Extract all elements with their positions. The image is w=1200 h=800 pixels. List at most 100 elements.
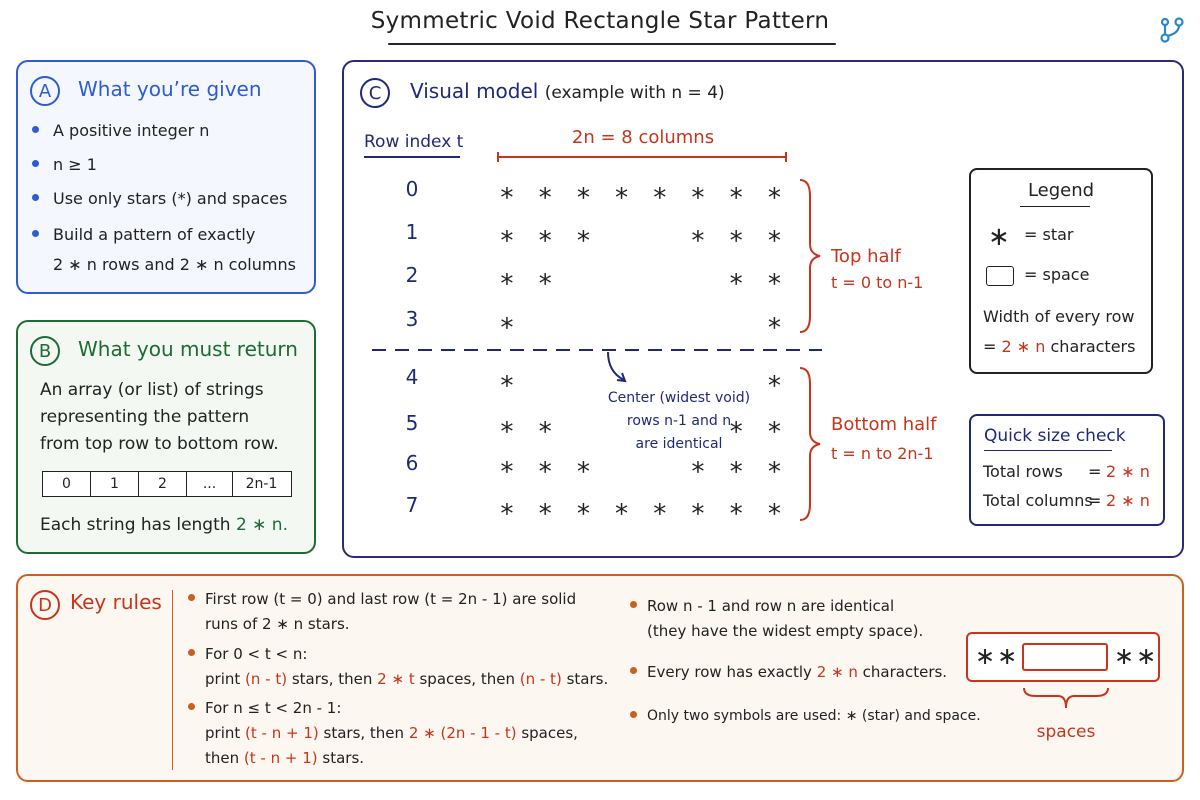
grid-star: ∗ <box>499 452 515 482</box>
grid-star: ∗ <box>728 264 745 294</box>
grid-star: ∗ <box>766 178 783 208</box>
grid-star: ∗ <box>728 452 745 482</box>
grid-star: ∗ <box>728 221 745 251</box>
array-cell: 2 <box>139 472 187 496</box>
bullet-icon <box>32 230 39 237</box>
center-note-line: are identical <box>635 436 723 452</box>
size-check-rows-label: Total rows <box>983 462 1063 481</box>
grid-star: ∗ <box>766 494 783 524</box>
rule-item: For 0 < t < n: print (n - t) stars, then… <box>188 642 608 692</box>
row-index: 7 <box>405 493 419 517</box>
panel-title: Key rules <box>70 590 162 614</box>
size-check-cols-value: 2 ∗ n <box>1106 491 1150 510</box>
grid-star: ∗ <box>766 221 783 251</box>
row-index: 4 <box>405 365 419 389</box>
legend-space-swatch <box>986 266 1014 286</box>
description-line: representing the pattern <box>40 407 250 427</box>
rule-item: Row n - 1 and row n are identical (they … <box>630 594 923 644</box>
grid-star: ∗ <box>690 452 706 482</box>
bullet-icon <box>630 601 637 608</box>
panel-return: B What you must return An array (or list… <box>16 320 316 554</box>
grid-star: ∗ <box>690 221 706 251</box>
grid-star: ∗ <box>499 366 515 396</box>
bullet-icon <box>188 594 195 601</box>
spaces-diagram-right: ∗∗ <box>1114 642 1159 670</box>
length-note: Each string has length 2 ∗ n. <box>40 515 288 535</box>
legend-star-label: = star <box>1024 225 1074 244</box>
bullet-icon <box>630 667 637 674</box>
grid-star: ∗ <box>537 494 554 524</box>
grid-star: ∗ <box>537 452 554 482</box>
grid-star: ∗ <box>766 308 783 338</box>
legend-star-symbol: ∗ <box>988 222 1010 252</box>
grid-star: ∗ <box>728 178 745 208</box>
center-divider <box>372 349 822 351</box>
array-diagram: 0 1 2 ... 2n-1 <box>42 471 292 497</box>
git-branch-icon[interactable] <box>1158 16 1186 44</box>
panel-title: Visual model (example with n = 4) <box>410 79 725 103</box>
legend-width-value: = 2 ∗ n characters <box>983 337 1136 356</box>
row-index: 6 <box>405 451 419 475</box>
grid-star: ∗ <box>499 178 515 208</box>
top-half-range: t = 0 to n-1 <box>831 273 924 292</box>
grid-star: ∗ <box>766 366 783 396</box>
size-check-rows-eq: = <box>1088 462 1102 481</box>
list-item-continuation: 2 ∗ n rows and 2 ∗ n columns <box>53 255 296 274</box>
array-cell: ... <box>187 472 233 496</box>
spaces-diagram-box <box>966 632 1160 682</box>
panel-given: A What you’re given A positive integer n… <box>16 60 316 294</box>
grid-star: ∗ <box>690 494 706 524</box>
grid-star: ∗ <box>690 178 706 208</box>
grid-star: ∗ <box>537 178 554 208</box>
top-half-brace <box>799 179 821 333</box>
legend-box <box>969 168 1153 374</box>
size-check-box <box>969 414 1165 526</box>
list-item: A positive integer n <box>32 116 209 146</box>
grid-star: ∗ <box>499 308 515 338</box>
bullet-icon <box>32 126 39 133</box>
bullet-icon <box>630 710 637 718</box>
grid-star: ∗ <box>613 178 630 208</box>
size-check-cols-label: Total columns <box>983 491 1093 510</box>
bullet-icon <box>32 194 39 201</box>
bullet-icon <box>188 703 195 710</box>
panel-badge: C <box>360 78 390 108</box>
array-cell: 1 <box>91 472 139 496</box>
grid-star: ∗ <box>766 452 783 482</box>
bottom-half-range: t = n to 2n-1 <box>831 444 934 463</box>
row-index: 2 <box>405 263 419 287</box>
panel-badge: A <box>30 76 60 106</box>
grid-star: ∗ <box>499 412 515 442</box>
list-item: Build a pattern of exactly <box>32 220 255 250</box>
grid-star: ∗ <box>499 264 515 294</box>
row-index: 3 <box>405 307 419 331</box>
size-check-cols-eq: = <box>1088 491 1102 510</box>
grid-star: ∗ <box>766 264 783 294</box>
columns-bracket <box>497 152 787 162</box>
bottom-half-label: Bottom half <box>831 414 937 435</box>
bullet-icon <box>188 649 195 656</box>
legend-title-underline <box>1020 206 1090 207</box>
grid-star: ∗ <box>537 221 554 251</box>
rule-item: First row (t = 0) and last row (t = 2n -… <box>188 587 576 637</box>
top-half-label: Top half <box>831 246 901 267</box>
array-cell: 2n-1 <box>245 476 278 492</box>
row-index: 0 <box>405 177 419 201</box>
spaces-brace <box>1023 687 1109 709</box>
grid-star: ∗ <box>766 412 783 442</box>
center-note-line: rows n-1 and n <box>626 413 732 429</box>
row-index-underline <box>364 156 460 158</box>
rule-item: Every row has exactly 2 ∗ n characters. <box>630 660 947 685</box>
page-title: Symmetric Void Rectangle Star Pattern <box>370 8 830 34</box>
grid-star: ∗ <box>728 412 745 442</box>
legend-width-line: Width of every row <box>983 307 1135 326</box>
spaces-diagram-void <box>1022 643 1108 671</box>
columns-label: 2n = 8 columns <box>571 127 715 148</box>
grid-star: ∗ <box>499 221 515 251</box>
grid-star: ∗ <box>613 494 630 524</box>
description-line: from top row to bottom row. <box>40 434 279 454</box>
center-arrow-icon <box>607 351 627 383</box>
panel-badge: B <box>30 336 60 366</box>
spaces-diagram-left: ∗∗ <box>975 642 1020 670</box>
description-line: An array (or list) of strings <box>40 380 264 400</box>
